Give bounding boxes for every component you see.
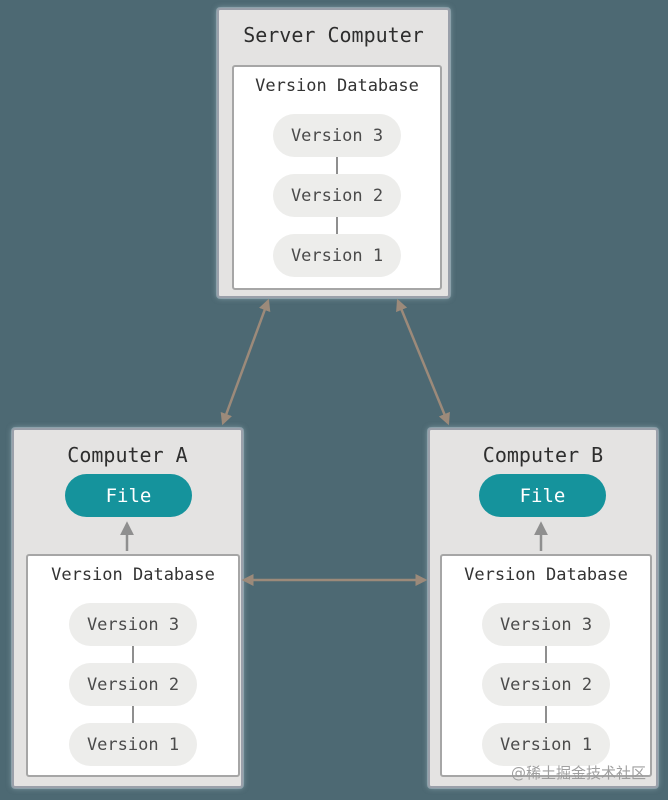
server-computer-box: Server Computer Version Database Version…: [217, 8, 450, 298]
watermark-text: @稀土掘金技术社区: [510, 764, 646, 782]
server-version-2-pill: Version 2: [273, 174, 401, 217]
computer-b-version-2-pill: Version 2: [482, 663, 610, 706]
server-version-1-pill: Version 1: [273, 234, 401, 277]
computer-b-version-database-title: Version Database: [464, 565, 628, 585]
server-version-3-pill: Version 3: [273, 114, 401, 157]
computer-b-file-pill: File: [479, 474, 606, 517]
computer-a-version-database-title: Version Database: [51, 565, 215, 585]
computer-a-version-1-pill: Version 1: [69, 723, 197, 766]
computer-b-version-1-pill: Version 1: [482, 723, 610, 766]
computer-b-version-database-box: Version Database Version 3 Version 2 Ver…: [440, 554, 652, 777]
computer-b-version-connector-3-2: [545, 646, 547, 663]
server-version-connector-3-2: [336, 157, 338, 174]
server-version-database-box: Version Database Version 3 Version 2 Ver…: [232, 65, 442, 290]
computer-a-box: Computer A File Version Database Version…: [12, 428, 243, 788]
computer-a-title: Computer A: [67, 443, 188, 467]
computer-a-file-pill: File: [65, 474, 192, 517]
server-computer-title: Server Computer: [243, 23, 424, 47]
computer-a-version-2-pill: Version 2: [69, 663, 197, 706]
computer-b-box: Computer B File Version Database Version…: [428, 428, 658, 788]
server-computer-b-link-arrow: [396, 298, 450, 426]
computer-b-version-3-pill: Version 3: [482, 603, 610, 646]
computer-a-version-connector-2-1: [132, 706, 134, 723]
server-version-connector-2-1: [336, 217, 338, 234]
computer-b-version-connector-2-1: [545, 706, 547, 723]
computer-a-version-database-box: Version Database Version 3 Version 2 Ver…: [26, 554, 240, 777]
computer-b-title: Computer B: [482, 443, 604, 467]
computer-a-version-3-pill: Version 3: [69, 603, 197, 646]
server-computer-a-link-arrow: [220, 298, 271, 426]
server-version-database-title: Version Database: [255, 76, 419, 96]
computer-a-version-connector-3-2: [132, 646, 134, 663]
